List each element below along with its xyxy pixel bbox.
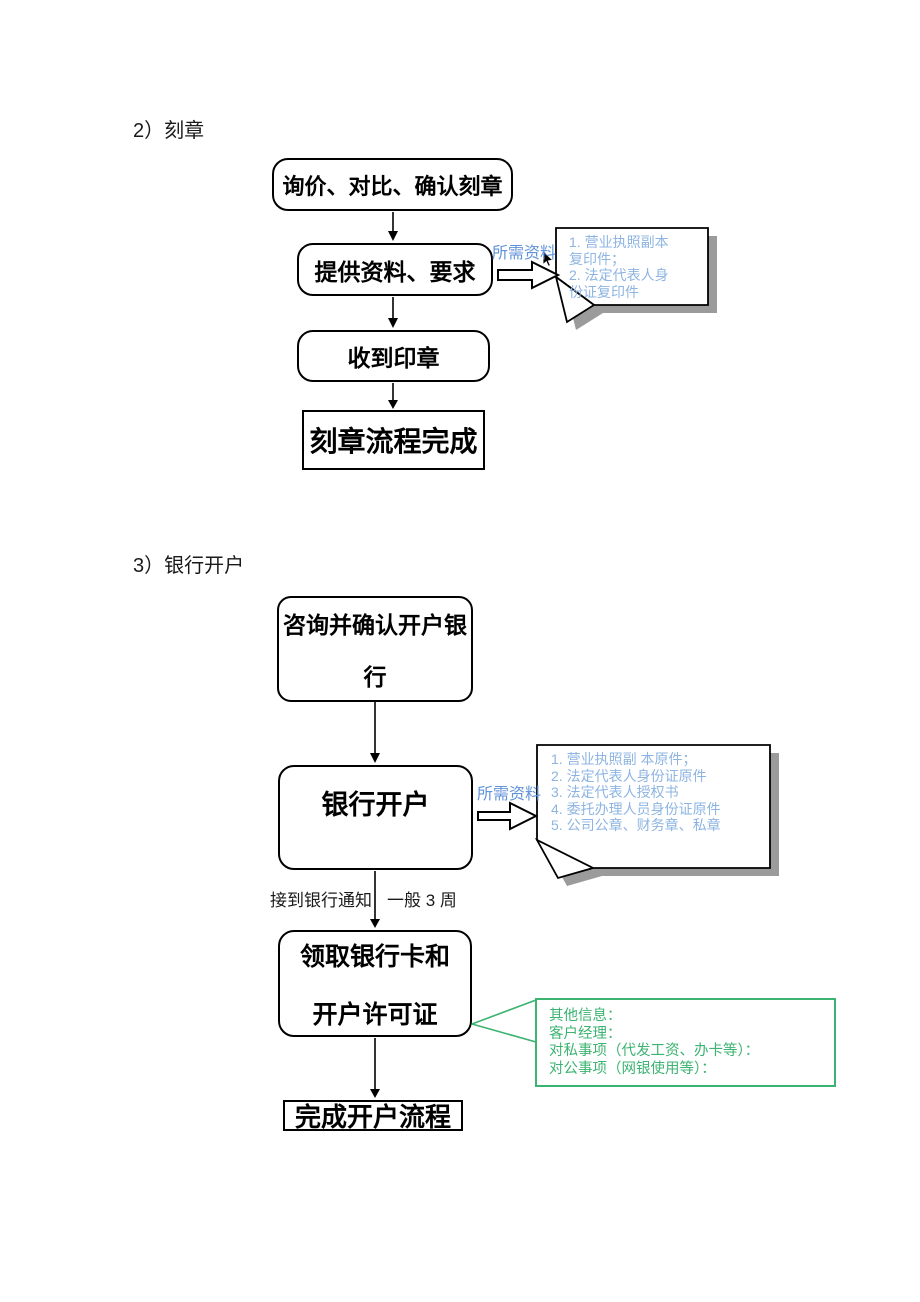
step-line: 行 <box>363 664 387 690</box>
arrowhead-icon <box>370 919 380 928</box>
section-seal-title: 2）刻章 <box>133 120 205 142</box>
callout-line <box>471 999 537 1025</box>
seal-note-text: 1. 营业执照副本 复印件； 2. 法定代表人身 份证复印件 <box>569 234 701 301</box>
flow-step-seal-process-complete: 刻章流程完成 <box>302 410 485 470</box>
wait-label-duration: 一般 3 周 <box>387 891 457 910</box>
section-bank-title: 3）银行开户 <box>133 555 245 577</box>
note-line: 份证复印件 <box>569 284 639 301</box>
block-arrow-icon <box>477 801 539 831</box>
block-arrow-icon <box>497 260 561 290</box>
arrowhead-icon <box>388 318 398 328</box>
flow-step-confirm-bank: 咨询并确认开户银 行 <box>277 596 473 702</box>
flow-step-inquiry-compare-confirm: 询价、对比、确认刻章 <box>272 158 513 211</box>
materials-label-seal: 所需资料 <box>492 245 557 262</box>
note-line: 4. 委托办理人员身份证原件 <box>551 800 721 817</box>
note-line: 1. 营业执照副 本原件； <box>551 751 697 767</box>
callout-line-text: 对公事项（网银使用等）： <box>549 1061 716 1078</box>
flow-step-account-process-complete: 完成开户流程 <box>283 1100 463 1132</box>
callout-line-text: 客户经理： <box>549 1025 622 1042</box>
note-line: 2. 法定代表人身份证原件 <box>551 767 707 784</box>
note-line: 5. 公司公章、财务章、私章 <box>551 817 721 834</box>
flow-step-provide-materials: 提供资料、要求 <box>297 243 493 296</box>
arrowhead-icon <box>370 753 380 763</box>
callout-line <box>471 1023 537 1043</box>
note-line: 2. 法定代表人身 <box>569 267 669 284</box>
note-folded-corner-icon <box>534 837 596 880</box>
materials-label-bank: 所需资料 <box>477 786 542 803</box>
other-info-callout: 其他信息： 客户经理： 对私事项（代发工资、办卡等）： 对公事项（网银使用等）： <box>535 998 836 1087</box>
note-line: 复印件； <box>569 250 625 267</box>
flow-step-receive-seal: 收到印章 <box>297 330 490 382</box>
arrowhead-icon <box>388 231 398 241</box>
step-line: 咨询并确认开户银 <box>283 612 467 638</box>
step-line: 领取银行卡和 <box>299 942 450 971</box>
bank-note-text: 1. 营业执照副 本原件； 2. 法定代表人身份证原件 3. 法定代表人授权书 … <box>551 751 765 834</box>
arrowhead-icon <box>388 400 398 409</box>
note-line: 1. 营业执照副本 <box>569 234 669 250</box>
note-line: 3. 法定代表人授权书 <box>551 784 679 801</box>
callout-wedge <box>471 999 537 1043</box>
flow-step-receive-card-permit: 领取银行卡和 开户许可证 <box>278 930 472 1037</box>
callout-line-text: 其他信息： <box>549 1008 622 1024</box>
step-line: 开户许可证 <box>312 1000 438 1029</box>
flow-step-open-account: 银行开户 <box>278 765 473 870</box>
callout-line-text: 对私事项（代发工资、办卡等）： <box>549 1043 760 1060</box>
wait-label-notice: 接到银行通知 <box>270 891 372 910</box>
